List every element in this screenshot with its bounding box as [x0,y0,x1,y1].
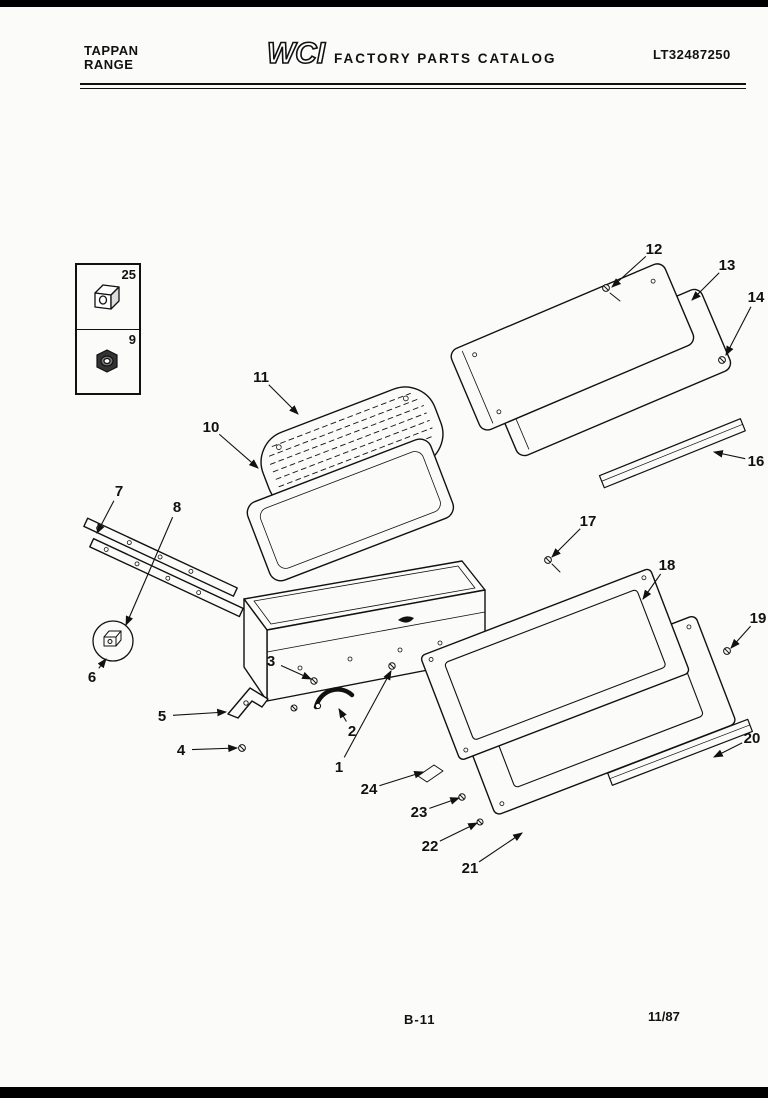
screw-4 [238,744,246,752]
leader-line-11 [268,384,299,415]
nut-detail-6 [92,620,134,662]
screw-22 [476,818,484,826]
leader-line-1 [343,670,392,758]
leader-line-14 [725,306,752,356]
screw-12 [602,284,621,302]
part-callout-21: 21 [462,860,479,877]
leader-line-22 [439,822,478,842]
door-panel-13 [450,263,695,431]
broiler-pan-10 [246,438,455,582]
trim-strip-20 [607,718,753,786]
leader-line-3 [280,665,313,680]
part-number-25: 25 [121,267,136,282]
wci-logo-icon: WCI [266,36,327,71]
part-callout-19: 19 [750,610,767,627]
screw-19 [723,647,731,655]
part-callout-18: 18 [659,557,676,574]
leader-line-10 [218,433,259,469]
part-callout-8: 8 [173,499,181,516]
trim-strip-16 [598,418,746,489]
leader-line-8 [125,516,174,627]
part-callout-11: 11 [253,369,269,386]
part-callout-6: 6 [88,669,96,686]
inset-parts-box: 25 9 [75,263,141,395]
leader-line-21 [478,832,523,863]
leader-line-13 [691,272,720,301]
leader-line-16 [712,450,746,460]
leader-line-7 [96,500,115,534]
screw-17 [544,556,561,573]
document-number: LT32487250 [653,47,731,62]
wci-logo-text: WCI [267,37,326,70]
bottom-binding-bar [0,1087,768,1098]
leader-line-5 [172,708,228,717]
screw-right-panel [718,356,726,364]
screw-23 [458,793,466,801]
screw-bracket [290,704,298,712]
inset-cell-25: 25 [77,265,139,329]
part-callout-1: 1 [335,759,343,776]
part-callout-2: 2 [348,723,356,740]
inset-cell-9: 9 [77,329,139,393]
latch-bracket-2 [313,687,355,710]
leader-line-18 [642,573,662,600]
part-callout-22: 22 [422,838,439,855]
screw-1 [388,662,396,670]
leader-line-4 [191,744,239,753]
screw-3 [310,677,318,685]
leader-line-23 [429,797,461,809]
part-callout-23: 23 [411,804,428,821]
brand-block: TAPPAN RANGE [84,44,139,72]
part-callout-10: 10 [203,419,220,436]
leader-line-20 [713,742,743,758]
part-callout-7: 7 [115,483,123,500]
brand-line-1: TAPPAN [84,43,139,58]
brand-line-2: RANGE [84,57,134,72]
leader-line-17 [551,528,581,558]
part-callout-3: 3 [267,653,275,670]
part-number-9: 9 [128,332,136,347]
part-callout-5: 5 [158,708,166,725]
part-callout-13: 13 [719,257,736,274]
top-binding-bar [0,0,768,7]
part-callout-12: 12 [646,241,663,258]
leader-line-24 [379,770,425,787]
footer-date-code: 11/87 [648,1009,680,1024]
slide-rails-7-8 [83,517,244,618]
part-callout-4: 4 [177,742,186,759]
part-callout-16: 16 [748,453,765,470]
leader-line-2 [338,708,347,722]
footer-page-number: B-11 [404,1012,436,1027]
leader-line-12 [611,255,647,288]
header-divider [80,83,746,89]
door-frame-front [420,568,690,760]
leader-line-6 [97,658,107,669]
part-callout-14: 14 [748,289,765,306]
part-callout-20: 20 [744,730,761,747]
catalog-title: FACTORY PARTS CATALOG [334,51,557,66]
plate-24 [417,764,444,783]
leader-line-19 [730,625,752,649]
part-callout-24: 24 [361,781,378,798]
hex-nut-icon [96,349,118,373]
part-callout-17: 17 [580,513,597,530]
square-nut-icon [94,284,120,310]
